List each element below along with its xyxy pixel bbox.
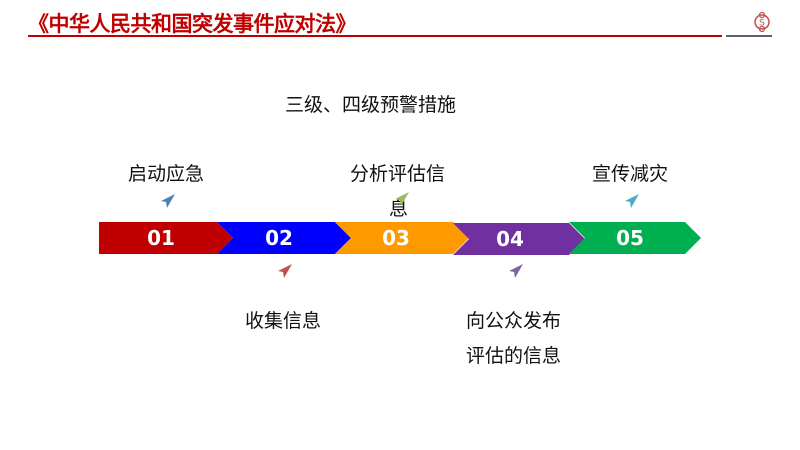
paper-plane-icon xyxy=(625,194,639,208)
title-underline xyxy=(28,35,722,37)
step-5-number: 05 xyxy=(616,226,644,250)
step-3-number: 03 xyxy=(382,226,410,250)
step-4-chevron xyxy=(453,223,585,255)
page-title: 《中华人民共和国突发事件应对法》 xyxy=(28,12,357,36)
step-2-label: 收集信息 xyxy=(245,310,322,332)
step-5-label: 宣传减灾 xyxy=(592,163,669,185)
logo-icon: S xyxy=(754,11,770,33)
step-4-number: 04 xyxy=(496,227,524,251)
paper-plane-icon xyxy=(395,192,409,206)
paper-plane-icon xyxy=(161,194,175,208)
process-arrow-bar: 01 02 03 04 05 xyxy=(99,222,701,255)
section-heading: 三级、四级预警措施 xyxy=(285,94,457,116)
step-1-number: 01 xyxy=(147,226,175,250)
step-3-label-line2: 息 xyxy=(389,198,409,220)
step-4-label-line2: 评估的信息 xyxy=(466,345,562,367)
title-underline-gray xyxy=(726,35,772,37)
paper-plane-icon xyxy=(509,264,523,278)
step-3-label-line1: 分析评估信 xyxy=(350,163,446,185)
paper-plane-icon xyxy=(278,264,292,278)
step-4-label-line1: 向公众发布 xyxy=(466,310,562,332)
step-1-label: 启动应急 xyxy=(128,163,205,185)
svg-text:S: S xyxy=(759,19,765,29)
step-5-chevron xyxy=(569,222,701,254)
step-2-number: 02 xyxy=(265,226,293,250)
step-2-chevron xyxy=(217,222,351,254)
step-1-chevron xyxy=(99,222,233,254)
step-3-chevron xyxy=(335,222,469,254)
